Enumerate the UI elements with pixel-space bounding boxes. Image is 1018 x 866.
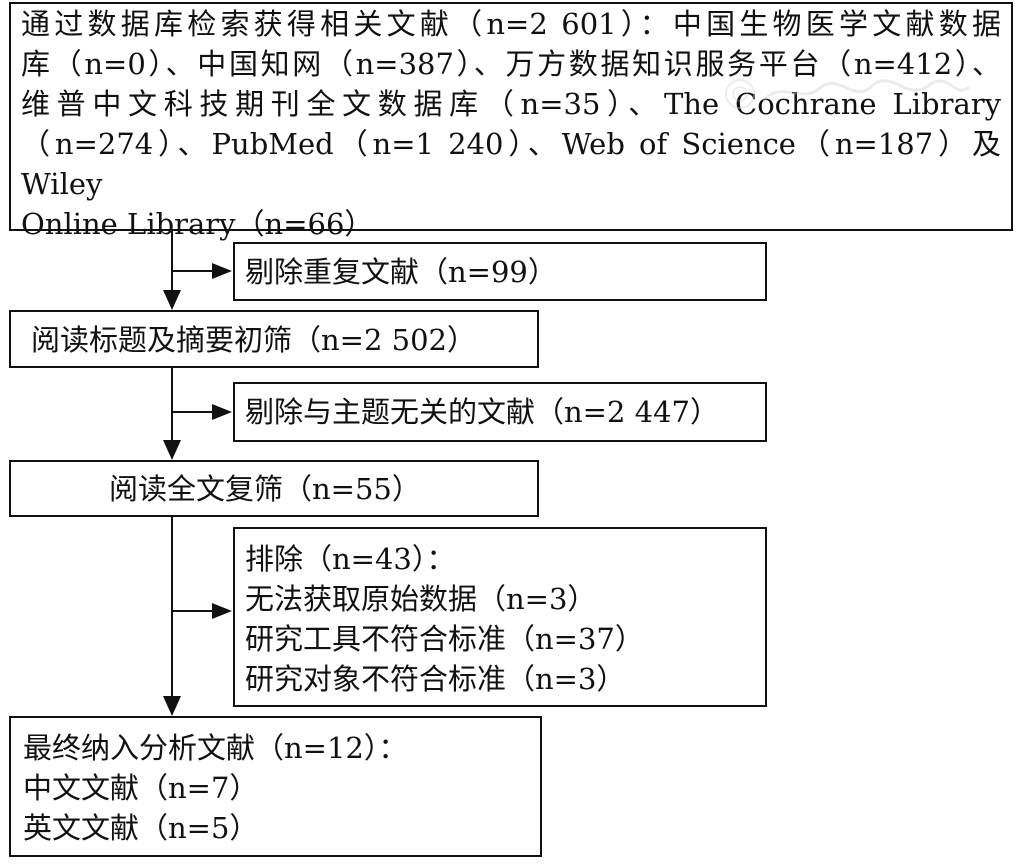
watermark-script xyxy=(762,79,970,102)
search-results-box: 通过数据库检索获得相关文献（n=2 601）：中国生物医学文献数据 库（n=0）… xyxy=(9,2,1013,241)
watermark-seal xyxy=(725,79,755,109)
search-line-2: 库（n=0）、中国知网（n=387）、万方数据知识服务平台（n=412）、 xyxy=(21,47,1001,81)
journal-watermark xyxy=(725,79,970,109)
main-flow-arrowhead-1 xyxy=(163,290,181,310)
irrelevant-removed-label: 剔除与主题无关的文献（n=2 447） xyxy=(245,395,719,429)
final-english-count: 英文文献（n=5） xyxy=(23,811,259,845)
duplicates-removed-box: 剔除重复文献（n=99） xyxy=(233,242,767,301)
irrelevant-removed-box: 剔除与主题无关的文献（n=2 447） xyxy=(233,382,767,442)
branch-arrowhead-exclusions xyxy=(212,603,232,619)
search-line-3: 维普中文科技期刊全文数据库（n=35）、The Cochrane Library xyxy=(21,87,1001,121)
branch-arrowhead-duplicates xyxy=(212,263,232,279)
main-flow-arrowhead-2 xyxy=(163,440,181,460)
final-included-box: 最终纳入分析文献（n=12）： 中文文献（n=7） 英文文献（n=5） xyxy=(9,716,542,857)
exclusion-tool-criteria: 研究工具不符合标准（n=37） xyxy=(245,622,644,656)
search-line-1: 通过数据库检索获得相关文献（n=2 601）：中国生物医学文献数据 xyxy=(21,7,1001,41)
exclusion-subject-criteria: 研究对象不符合标准（n=3） xyxy=(245,662,626,696)
full-text-screening-label: 阅读全文复筛（n=55） xyxy=(109,472,421,506)
branch-arrowhead-irrelevant xyxy=(212,404,232,420)
main-flow-arrowhead-3 xyxy=(163,696,181,716)
exclusions-box: 排除（n=43）： 无法获取原始数据（n=3） 研究工具不符合标准（n=37） … xyxy=(233,527,767,707)
title-abstract-screening-label: 阅读标题及摘要初筛（n=2 502） xyxy=(31,323,476,357)
exclusion-no-raw-data: 无法获取原始数据（n=3） xyxy=(245,582,597,616)
exclusions-header: 排除（n=43）： xyxy=(245,542,456,576)
search-line-5: Online Library（n=66） xyxy=(21,207,374,241)
search-line-4: （n=274）、PubMed（n=1 240）、Web of Science（n… xyxy=(21,127,1001,201)
final-included-header: 最终纳入分析文献（n=12）： xyxy=(23,731,408,765)
duplicates-removed-label: 剔除重复文献（n=99） xyxy=(245,255,557,289)
title-abstract-screening-box: 阅读标题及摘要初筛（n=2 502） xyxy=(9,310,539,368)
full-text-screening-box: 阅读全文复筛（n=55） xyxy=(9,460,539,517)
final-chinese-count: 中文文献（n=7） xyxy=(23,771,259,805)
